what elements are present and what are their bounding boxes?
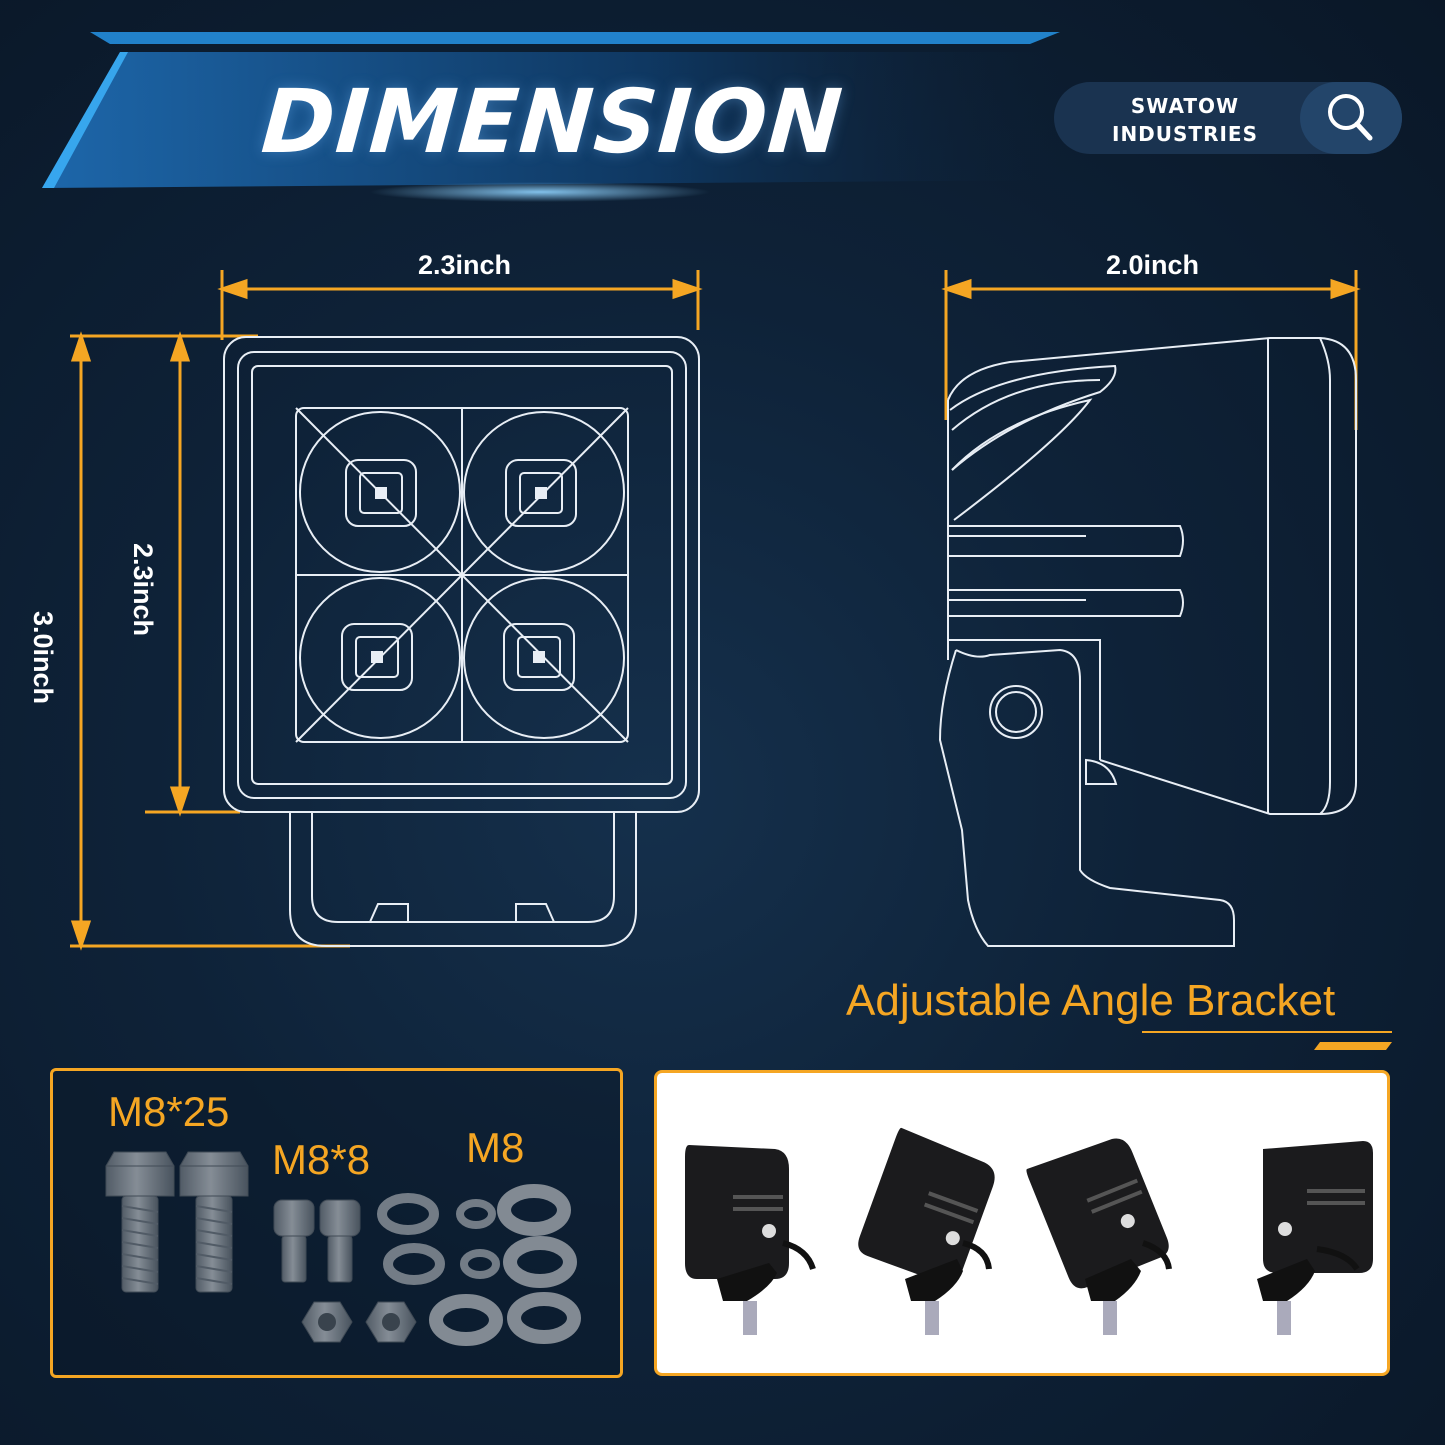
angle-photos-canvas: [685, 1127, 1373, 1335]
hex-bolt: [179, 1151, 249, 1293]
brand-logo: SWATOW INDUSTRIES: [1085, 92, 1285, 148]
led-chip: [505, 459, 577, 527]
bracket-title-underline: [1142, 1031, 1392, 1050]
housing-height-label: 2.3inch: [128, 542, 159, 637]
socket-screw: [273, 1199, 315, 1283]
bracket-title: Adjustable Angle Bracket: [846, 976, 1336, 1025]
bracket-angle-photos: [654, 1070, 1390, 1376]
side-dimension-lines: [941, 270, 1361, 430]
lock-washer: [383, 1243, 445, 1285]
light-photo-upright: [1257, 1141, 1373, 1335]
light-bracket-2: [905, 1240, 992, 1335]
front-width-label: 2.3inch: [418, 250, 512, 280]
led-chip: [341, 623, 413, 691]
hex-nut: [365, 1301, 417, 1343]
socket-screw: [319, 1199, 361, 1283]
light-photo-tilt-down: [858, 1127, 995, 1285]
light-photo-tilt-up: [1026, 1138, 1169, 1289]
bolt-label: M8*25: [108, 1088, 230, 1135]
lock-washer: [460, 1249, 500, 1279]
lock-washer: [377, 1193, 439, 1235]
flat-washer: [503, 1236, 577, 1288]
brand-line-2: INDUSTRIES: [1112, 122, 1258, 146]
front-view-light: [223, 336, 700, 947]
flat-washer: [497, 1184, 571, 1236]
led-chip: [503, 623, 575, 691]
side-depth-label: 2.0inch: [1106, 250, 1200, 280]
search-icon: [1328, 94, 1373, 141]
hex-bolt: [105, 1151, 175, 1293]
flat-washer: [429, 1294, 503, 1346]
hardware-panel: [50, 1068, 623, 1378]
light-bracket-3: [1085, 1240, 1172, 1335]
header-banner: [42, 32, 1060, 202]
front-dimension-lines: [70, 270, 703, 951]
light-photo-straight: [685, 1145, 816, 1335]
hardware-illustration: [105, 1151, 581, 1346]
hex-nut: [301, 1301, 353, 1343]
page-title: DIMENSION: [258, 70, 847, 173]
led-chip: [345, 459, 417, 527]
screw-label: M8*8: [272, 1136, 371, 1183]
total-height-label: 3.0inch: [28, 610, 59, 705]
lock-washer: [456, 1199, 496, 1229]
washer-label: M8: [466, 1124, 525, 1171]
side-view-light: [938, 337, 1357, 947]
flat-washer: [507, 1292, 581, 1344]
brand-badge: [1054, 82, 1402, 154]
brand-line-1: SWATOW: [1130, 94, 1240, 118]
